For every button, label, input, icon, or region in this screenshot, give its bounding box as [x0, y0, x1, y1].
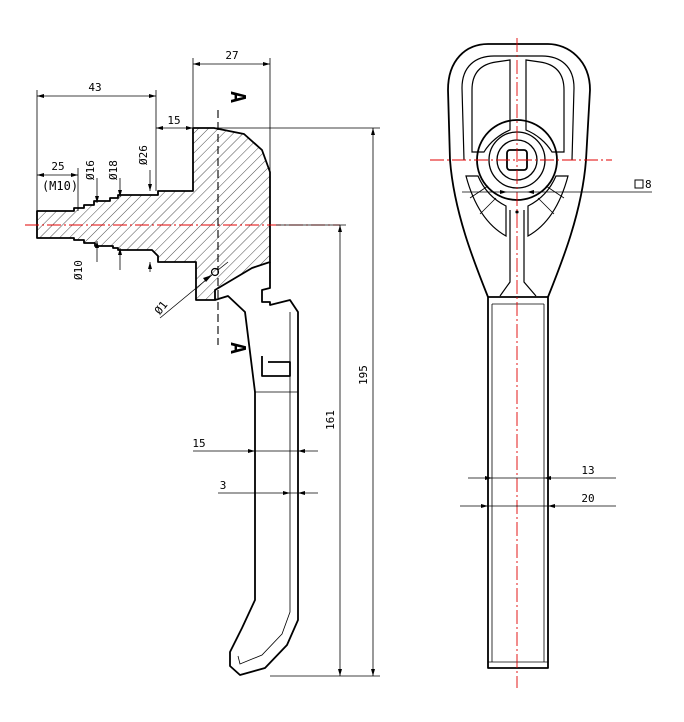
dim-27: 27: [192, 49, 271, 172]
neck-dot: [515, 210, 519, 214]
svg-text:13: 13: [581, 464, 594, 477]
svg-text:Ø26: Ø26: [137, 145, 150, 165]
dim-diameters-top: Ø16 Ø18 Ø26: [84, 145, 152, 203]
svg-text:43: 43: [88, 81, 101, 94]
svg-text:20: 20: [581, 492, 594, 505]
svg-text:25: 25: [51, 160, 64, 173]
dim-hole: Ø1: [152, 261, 229, 319]
upper-window-right: [525, 59, 565, 153]
svg-text:195: 195: [357, 365, 370, 385]
svg-text:3: 3: [220, 479, 227, 492]
dim-161: 161: [270, 224, 346, 677]
svg-text:Ø10: Ø10: [72, 260, 85, 280]
neck-outline: [499, 210, 537, 297]
upper-window-left: [471, 59, 511, 153]
svg-text:Ø18: Ø18: [107, 160, 120, 180]
rib-right-2: [537, 197, 555, 215]
front-view: 8 13 20: [430, 38, 652, 688]
dim-20: 20: [460, 492, 616, 508]
rib-left-2: [479, 197, 497, 215]
dim-15-top: 15: [156, 114, 193, 130]
svg-text:8: 8: [645, 178, 652, 191]
lever-handle-inner: [237, 312, 291, 665]
dim-43: 43: [36, 81, 157, 211]
head-inner-ring: [461, 55, 575, 161]
svg-text:Ø1: Ø1: [152, 299, 170, 317]
svg-text:161: 161: [324, 410, 337, 430]
section-marker-bottom: A: [226, 342, 250, 354]
dim-195: 195: [214, 127, 380, 677]
front-outline: [447, 43, 591, 669]
section-hatched-body: [36, 127, 271, 301]
thread-spec: (M10): [42, 179, 78, 193]
lower-window-left: [465, 175, 507, 238]
dim-25: 25 (M10): [37, 160, 79, 211]
dim-3: 3: [218, 479, 318, 495]
section-marker-top: A: [226, 91, 250, 103]
lower-window-right: [527, 175, 569, 238]
side-section-view: A A 27 43 15: [25, 49, 380, 677]
svg-text:15: 15: [192, 437, 205, 450]
dim-diameters-bottom: Ø10: [72, 241, 152, 280]
svg-text:27: 27: [225, 49, 238, 62]
lever-handle-rib: [261, 356, 291, 377]
svg-text:Ø16: Ø16: [84, 160, 97, 180]
svg-text:15: 15: [167, 114, 180, 127]
dim-square: 8: [462, 178, 652, 194]
dim-15-mid: 15: [192, 437, 318, 453]
lever-handle-outline: [214, 262, 299, 676]
dim-13: 13: [468, 464, 616, 480]
